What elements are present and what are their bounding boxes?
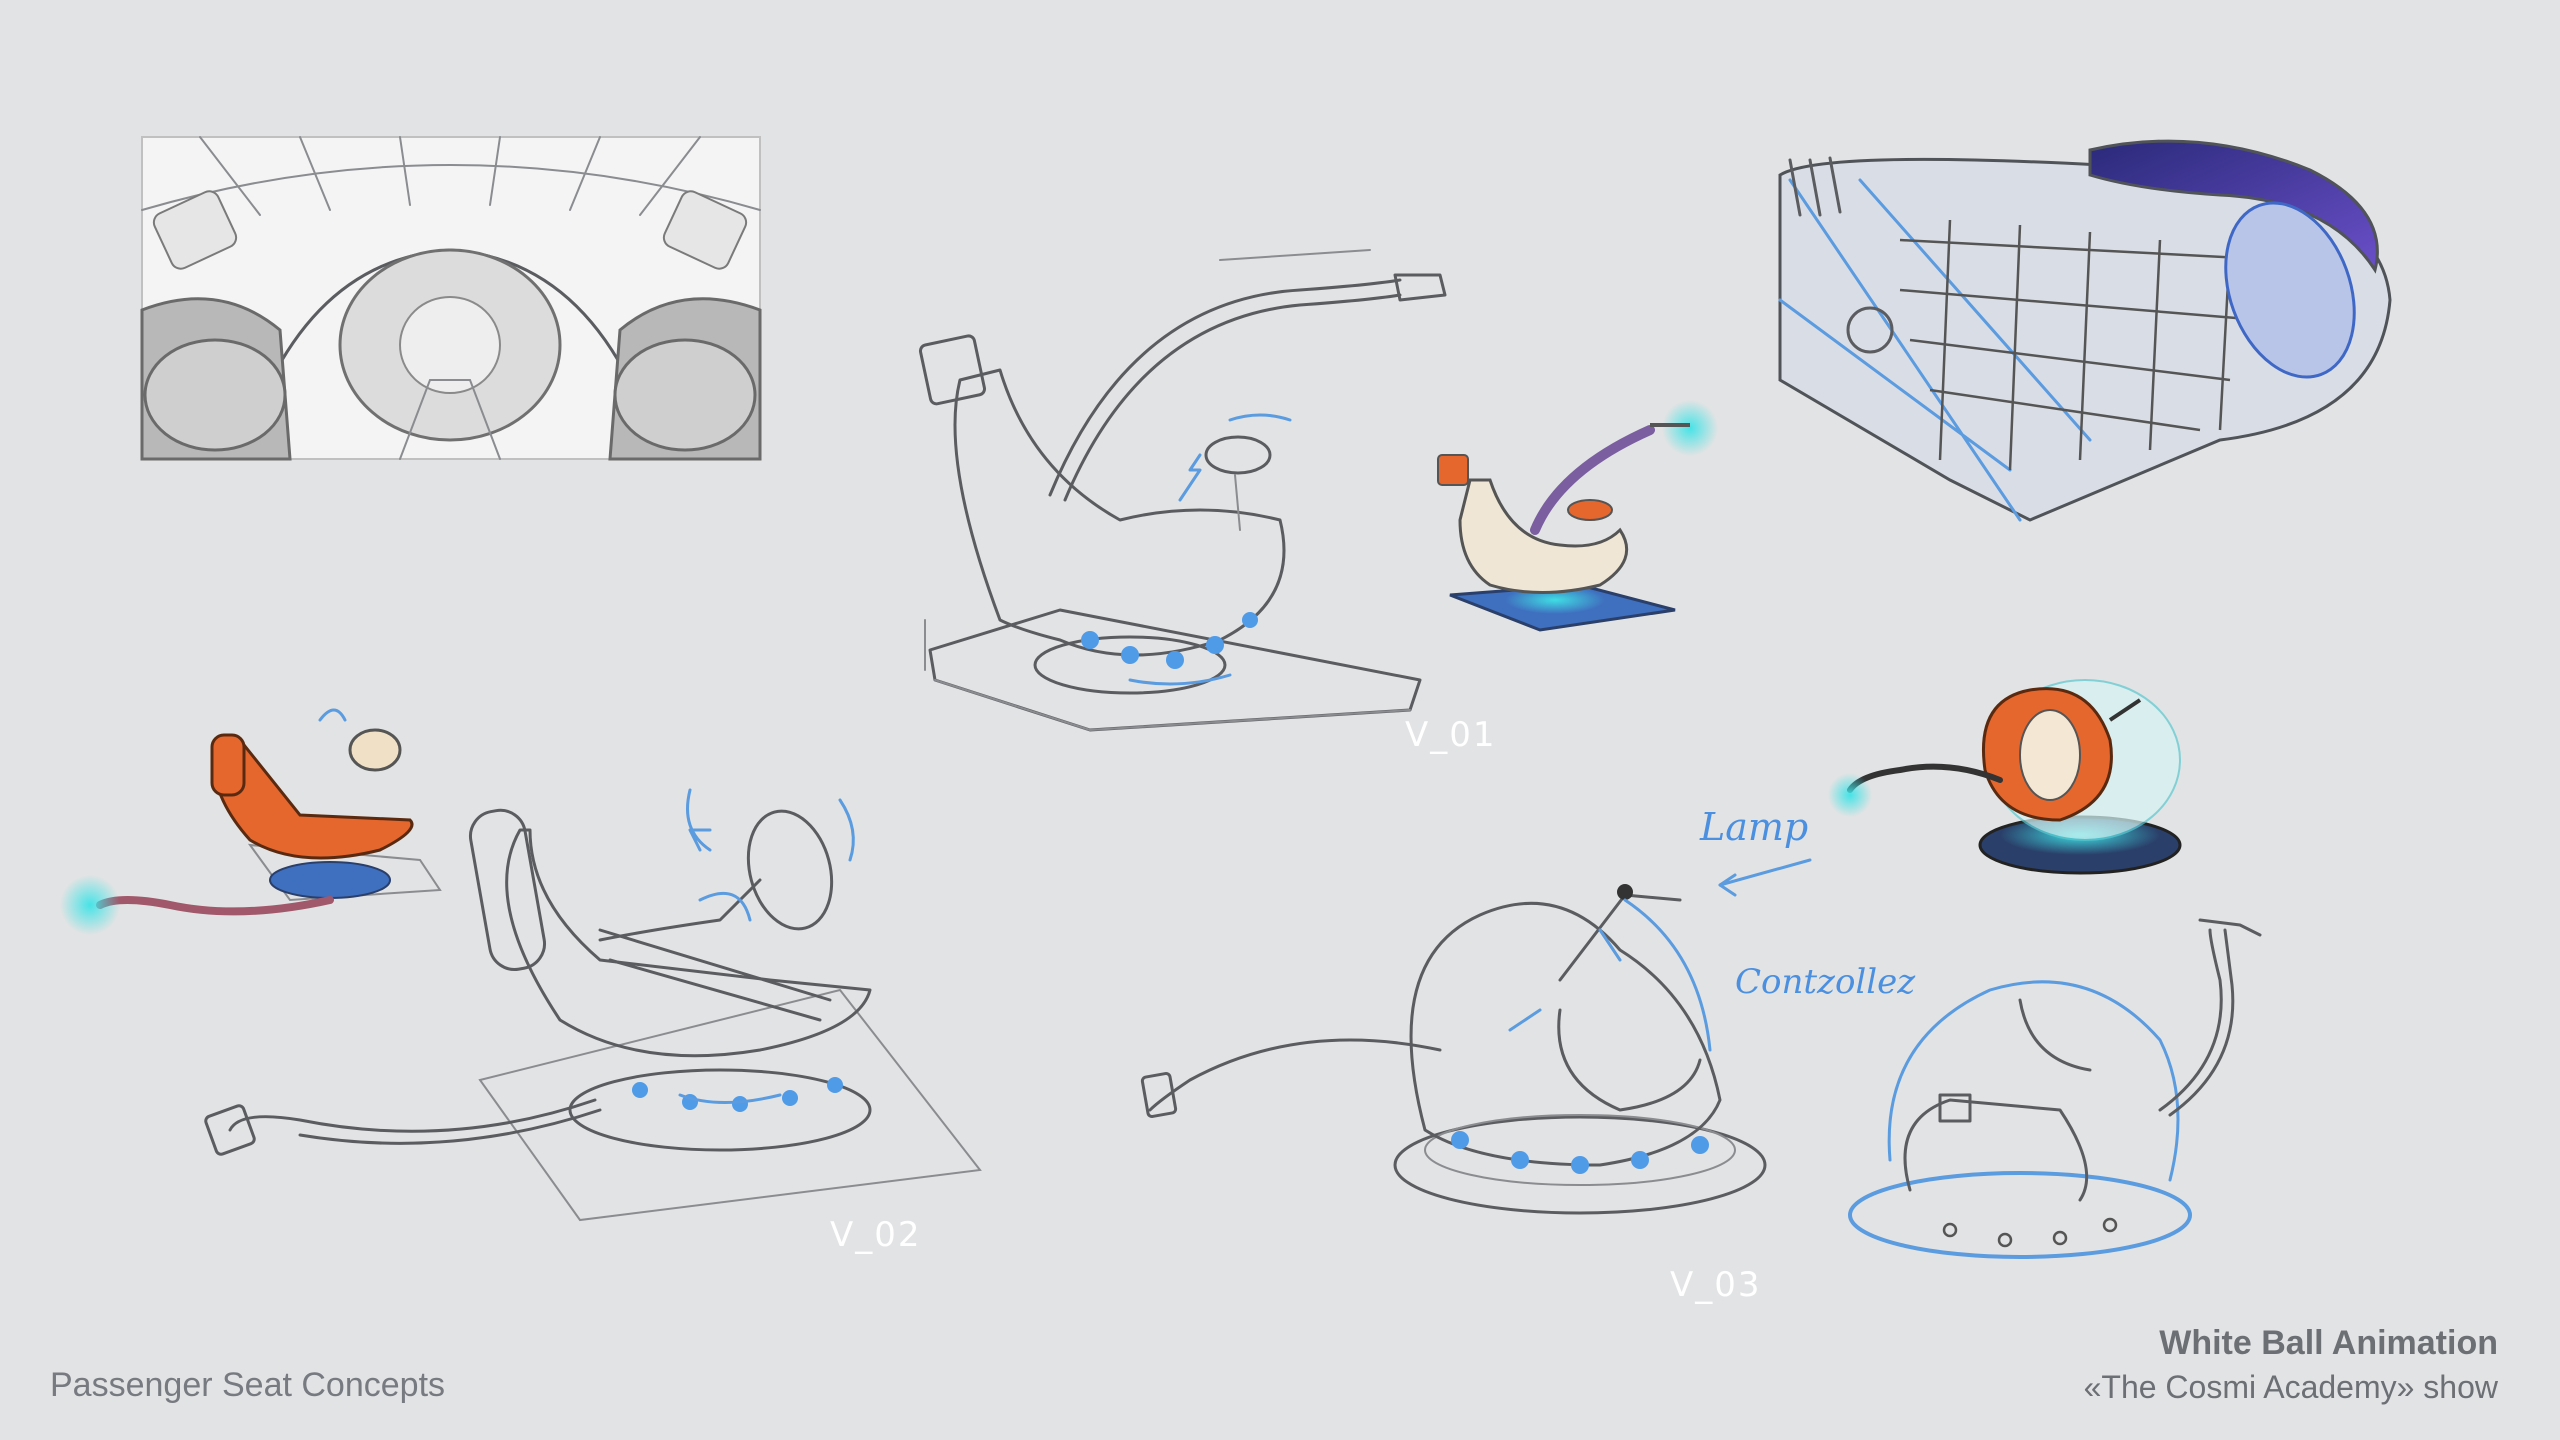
seat-v03-sketch — [1140, 858, 1812, 1215]
sheet-title: Passenger Seat Concepts — [50, 1366, 446, 1404]
spaceship-cutaway — [1778, 139, 2392, 522]
seat-v01-color — [1437, 400, 1718, 632]
annotation-lamp: Lamp — [1700, 805, 1809, 849]
label-v02: V_02 — [830, 1215, 922, 1255]
seat-v03-alt-sketch — [1848, 918, 2262, 1259]
label-v01: V_01 — [1405, 715, 1497, 755]
seat-v02-color — [60, 708, 442, 935]
seat-v02-sketch — [204, 788, 982, 1222]
interior-storyboard-panel — [140, 136, 762, 461]
show-name: «The Cosmi Academy» show — [2083, 1369, 2498, 1405]
studio-name: White Ball Animation — [2159, 1324, 2498, 1362]
interior-seat-right — [608, 297, 762, 461]
annotation-controller: Contzollez — [1735, 962, 1916, 1002]
credits-block: White Ball Animation «The Cosmi Academy»… — [2084, 1320, 2498, 1408]
label-v03: V_03 — [1670, 1265, 1762, 1305]
seat-v01-sketch — [918, 249, 1447, 732]
interior-seat-left — [140, 297, 292, 461]
seat-v03-color — [1828, 679, 2182, 875]
